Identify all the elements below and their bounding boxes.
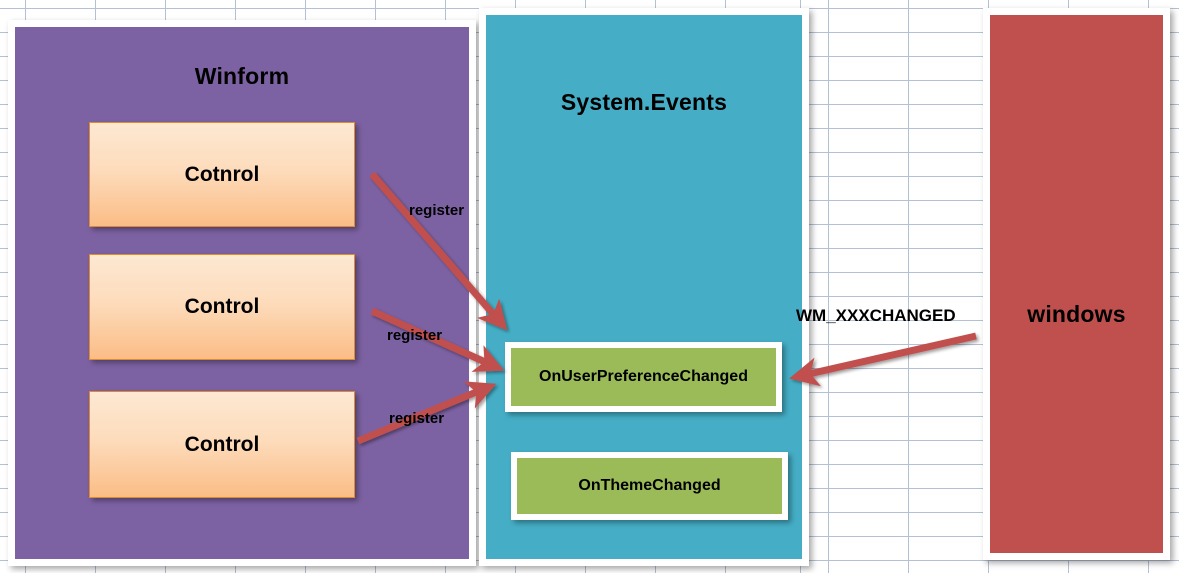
panel-windows[interactable]: windows [983, 8, 1170, 560]
grid-line-vertical [828, 0, 829, 573]
grid-line-vertical [908, 0, 909, 573]
panel-windows-title: windows [1027, 301, 1126, 327]
handler-box-label: OnThemeChanged [578, 477, 721, 494]
edge-label-register: register [387, 327, 443, 344]
handler-box-on-user-preference-changed[interactable]: OnUserPreferenceChanged [505, 342, 782, 412]
control-box[interactable]: Cotnrol [89, 122, 355, 227]
control-box[interactable]: Control [89, 254, 355, 360]
control-box-label: Control [184, 295, 260, 318]
control-box-label: Cotnrol [184, 162, 260, 186]
control-box[interactable]: Control [89, 391, 355, 498]
handler-box-on-theme-changed[interactable]: OnThemeChanged [511, 452, 788, 520]
edge-label-register: register [409, 202, 465, 219]
handler-box-label: OnUserPreferenceChanged [539, 368, 748, 385]
panel-system-events-title: System.Events [560, 89, 728, 115]
control-box-label: Control [184, 432, 260, 456]
panel-winform-title: Winform [194, 63, 290, 89]
edge-label-wm-xxxchanged: WM_XXXCHANGED [796, 306, 956, 325]
edge-label-register: register [389, 410, 445, 427]
